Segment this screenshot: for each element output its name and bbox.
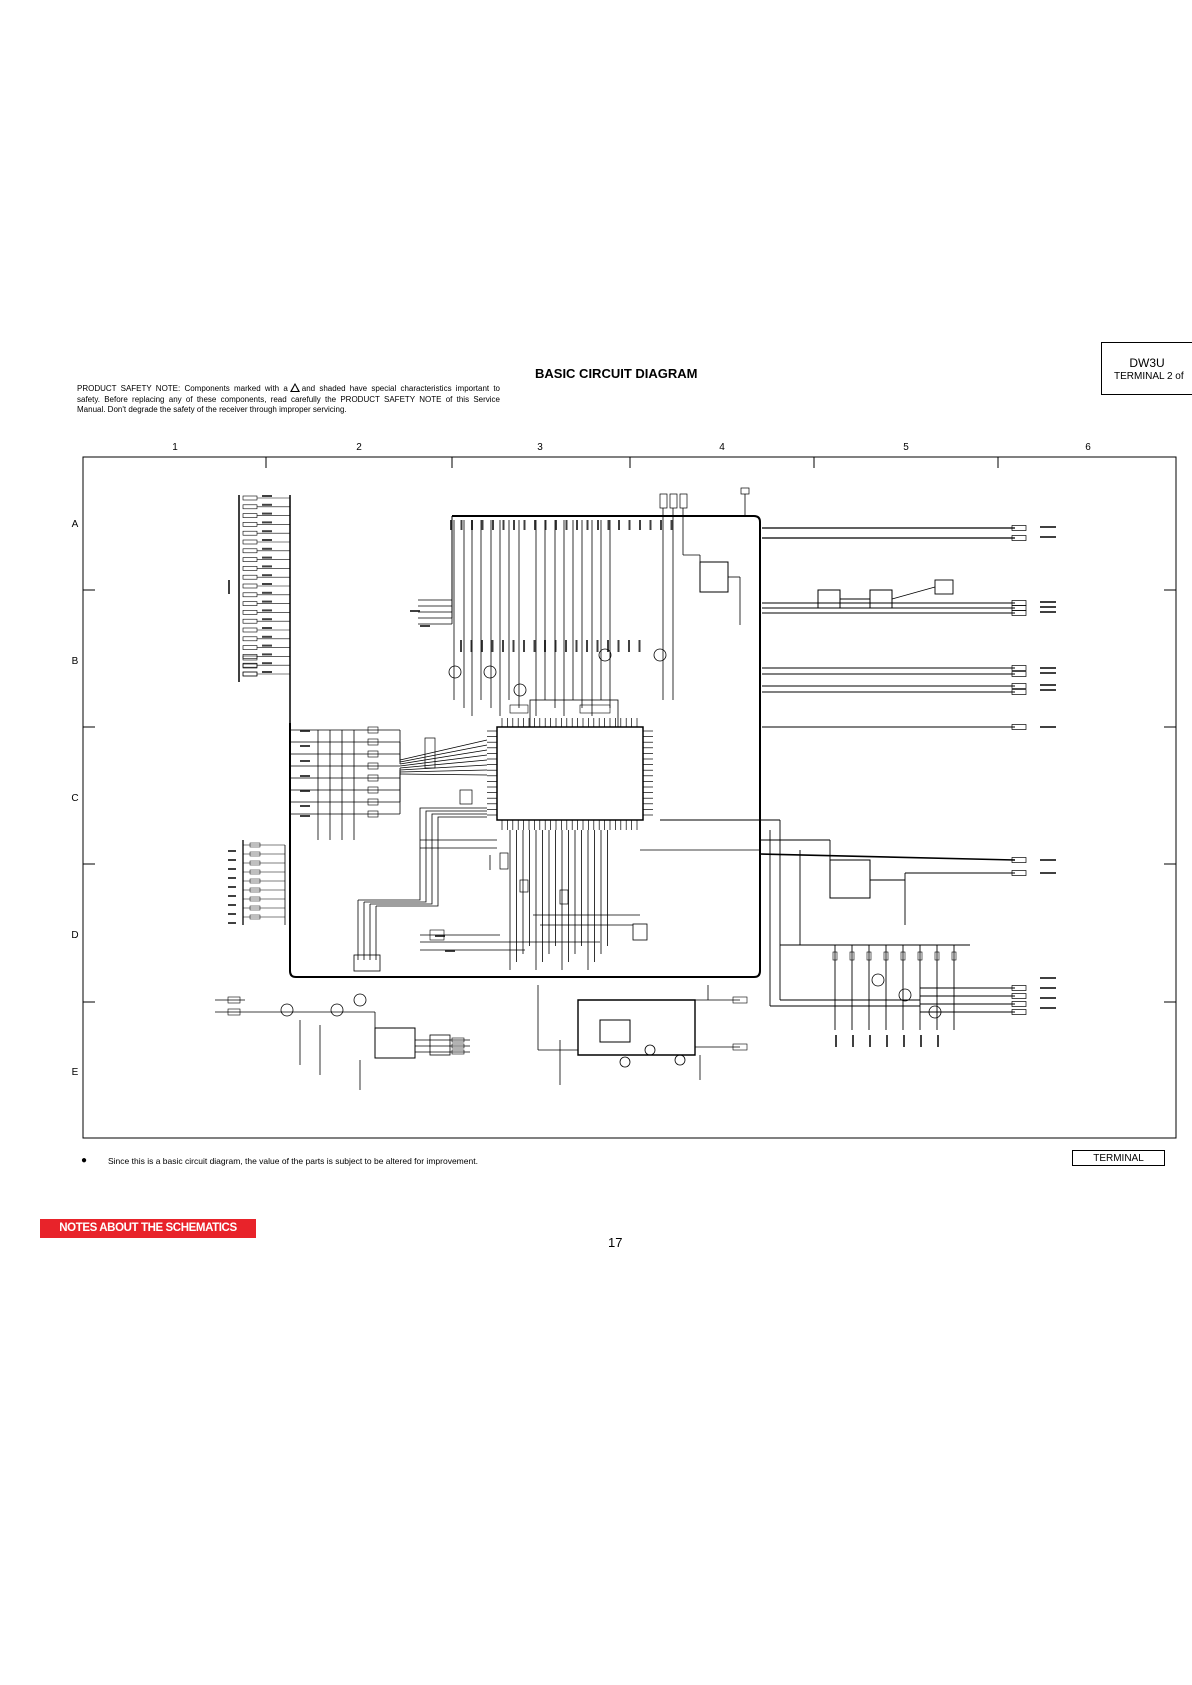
bottom-signal-bus (420, 830, 760, 970)
warning-triangle-icon (289, 383, 300, 392)
footnote-text: Since this is a basic circuit diagram, t… (108, 1156, 478, 1166)
notes-about-schematics-button[interactable]: NOTES ABOUT THE SCHEMATICS (40, 1219, 256, 1238)
main-ic (487, 699, 653, 830)
row-ticks (83, 589, 1176, 1003)
row-label-b: B (72, 656, 79, 667)
sub-circuits (215, 840, 748, 1090)
safety-note-prefix: PRODUCT SAFETY NOTE: Components marked w… (77, 384, 288, 393)
page-title: BASIC CIRCUIT DIAGRAM (535, 366, 698, 381)
column-label-5: 5 (903, 442, 909, 453)
column-label-4: 4 (719, 442, 725, 453)
model-subtitle: TERMINAL 2 of (1114, 371, 1184, 382)
footnote-bullet: ● (81, 1155, 88, 1166)
row-label-e: E (72, 1067, 79, 1078)
page-number: 17 (608, 1235, 623, 1250)
row-label-d: D (71, 930, 78, 941)
row-label-c: C (71, 793, 78, 804)
main-board-outline (289, 515, 761, 978)
column-ticks (265, 457, 999, 468)
safety-note-suffix: and shaded have special characteristics … (77, 384, 501, 414)
column-label-1: 1 (172, 442, 178, 453)
left-signal-bus (290, 726, 488, 972)
safety-note: PRODUCT SAFETY NOTE: Components marked w… (77, 383, 500, 416)
column-label-3: 3 (537, 442, 543, 453)
model-code: DW3U (1129, 356, 1165, 370)
right-output-lines (660, 525, 1027, 1030)
left-connector (238, 495, 291, 723)
column-label-6: 6 (1085, 442, 1091, 453)
component-labels (228, 495, 1056, 1047)
terminal-label-box: TERMINAL (1072, 1150, 1165, 1166)
top-signal-bus (418, 487, 754, 716)
column-label-2: 2 (356, 442, 362, 453)
model-box: DW3U TERMINAL 2 of (1101, 342, 1192, 395)
row-label-a: A (72, 519, 79, 530)
